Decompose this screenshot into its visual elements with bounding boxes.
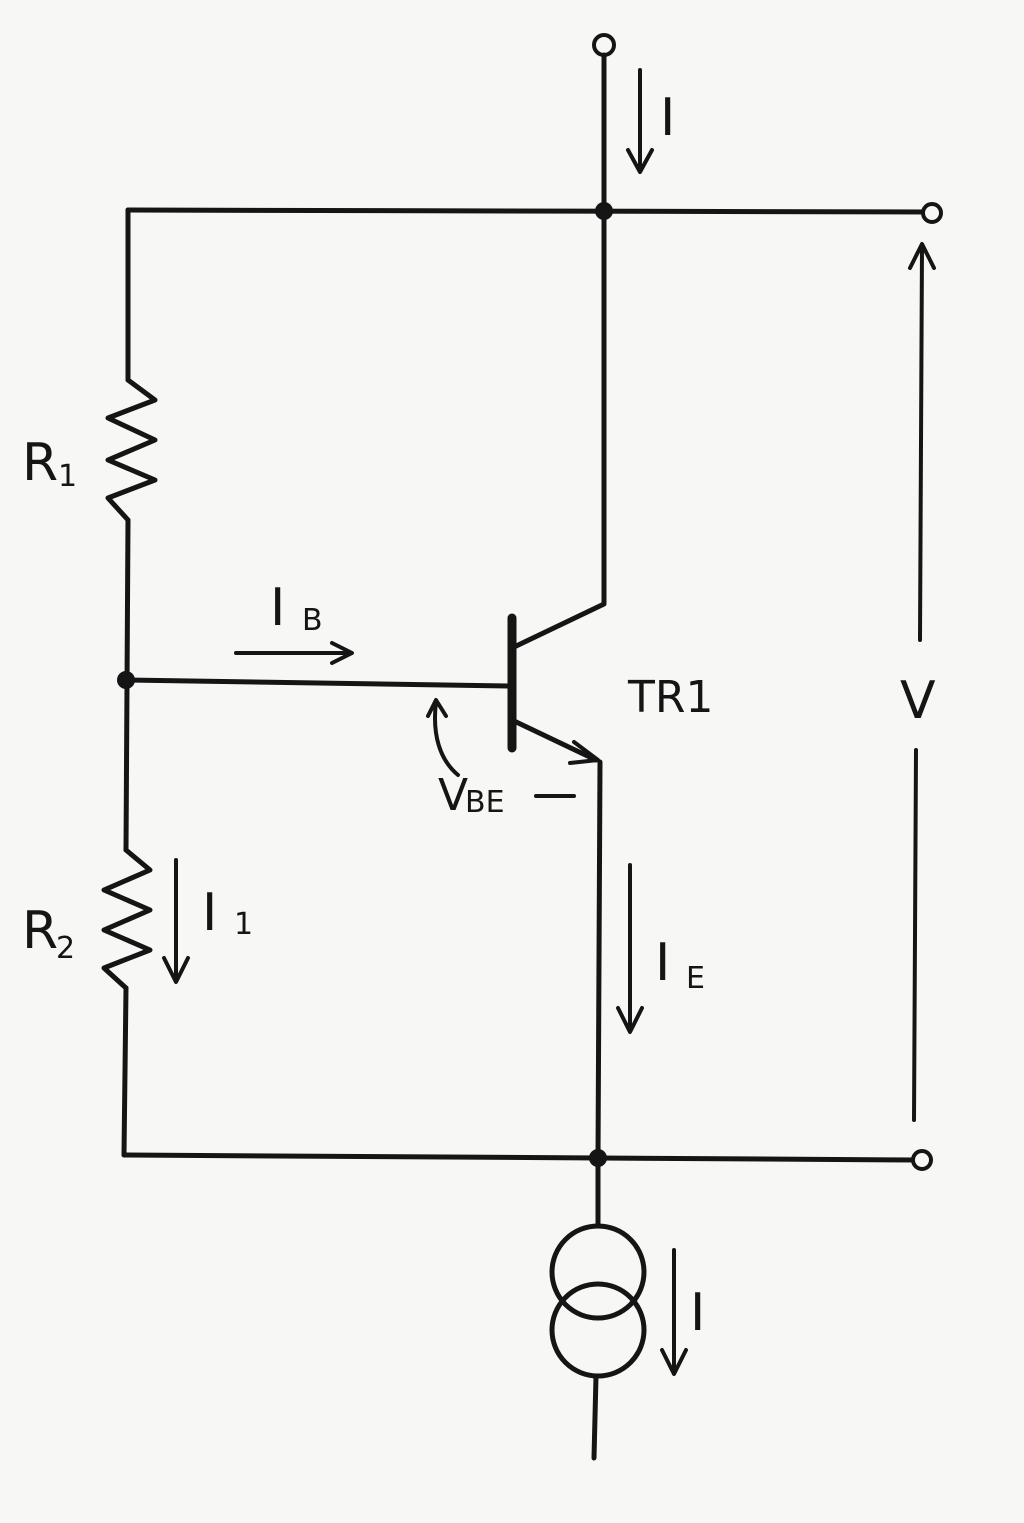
- source-lower-wire: [591, 1373, 599, 1461]
- base-current-label-sub: B: [302, 603, 323, 638]
- base-current-arrow: [234, 641, 354, 665]
- bottom-right-terminal: [911, 1149, 933, 1171]
- divider-current-label-sub: 1: [234, 907, 253, 942]
- vbe-pointer: [426, 698, 460, 777]
- current-source-upper-ring: [549, 1223, 647, 1321]
- top-rail: [125, 207, 933, 215]
- voltage-arrow-up: [908, 242, 936, 642]
- emitter-wire: [595, 759, 603, 1161]
- vbe-label: V: [438, 770, 468, 821]
- input-current-arrow: [626, 68, 654, 174]
- r2-resistor: [101, 847, 153, 991]
- transistor-emitter: [509, 717, 599, 763]
- emitter-current-label-sub: E: [686, 961, 705, 996]
- bottom-rail: [121, 1152, 921, 1163]
- base-current-label: I: [270, 578, 285, 638]
- r2-lower-wire: [121, 985, 129, 1158]
- source-current-arrow: [660, 1248, 688, 1376]
- r2-label: R: [22, 901, 58, 961]
- source-current-label: I: [690, 1283, 705, 1343]
- divider-current-arrow: [162, 858, 190, 984]
- r2-label-sub: 2: [56, 931, 75, 966]
- current-source-lower-ring: [549, 1281, 647, 1379]
- divider-current-label: I: [202, 883, 217, 943]
- transistor-label: TR1: [627, 672, 713, 723]
- emitter-current-label: I: [655, 933, 670, 993]
- emitter-arrow-icon: [568, 740, 600, 765]
- input-current-label: I: [660, 88, 675, 148]
- top-right-terminal: [921, 202, 943, 224]
- voltage-line-down: [912, 748, 918, 1122]
- emitter-current-arrow: [616, 863, 644, 1034]
- r1-label: R: [22, 433, 58, 493]
- voltage-label: V: [900, 671, 936, 731]
- top-terminal: [592, 33, 616, 57]
- transistor-collector: [509, 209, 607, 651]
- vbe-label-sub: BE: [465, 785, 505, 820]
- base-wire: [123, 677, 511, 689]
- r1-label-sub: 1: [58, 459, 77, 494]
- r1-resistor: [105, 377, 158, 523]
